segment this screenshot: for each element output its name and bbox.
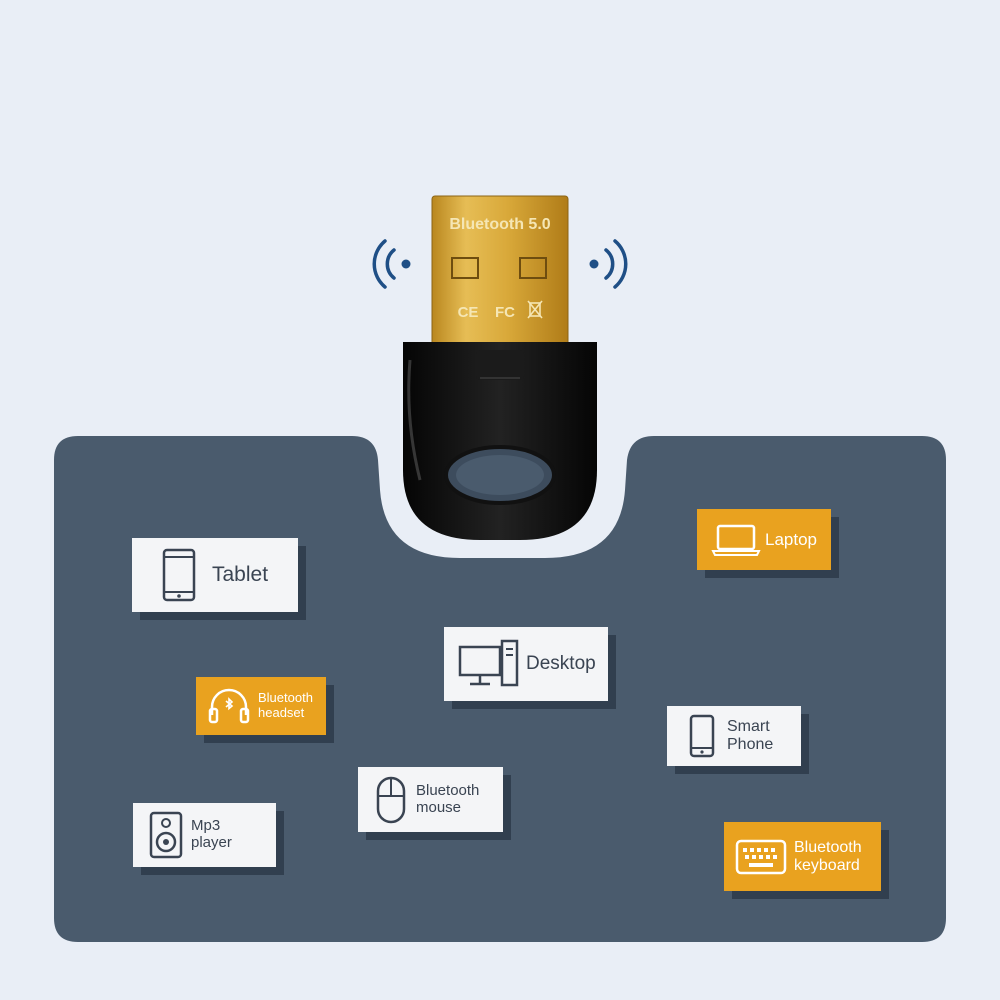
device-card-keyboard: Bluetooth keyboard [724,822,881,891]
usb-dongle: Bluetooth 5.0 CE FC [403,195,597,540]
mouse-icon [374,774,408,826]
device-label-desktop: Desktop [526,653,596,675]
tablet-icon [156,547,202,603]
device-label-smartphone: Smart Phone [727,718,774,753]
keyboard-icon [734,835,788,879]
device-label-mp3-player: Mp3 player [191,817,232,851]
device-label-laptop: Laptop [765,529,817,549]
device-card-tablet: Tablet [132,538,298,612]
laptop-icon [711,520,761,560]
device-card-mp3-player: Mp3 player [133,803,276,867]
speaker-icon [147,810,185,860]
device-card-headset: Bluetooth headset [196,677,326,735]
desktop-icon [458,636,520,692]
weee-bin-icon [527,300,543,319]
device-label-tablet: Tablet [212,563,269,587]
device-card-smartphone: Smart Phone [667,706,801,766]
device-card-laptop: Laptop [697,509,831,570]
device-card-desktop: Desktop [444,627,608,701]
device-label-mouse: Bluetooth mouse [416,781,480,816]
usb-plug-text: Bluetooth 5.0 [449,216,550,233]
fc-mark: FC [495,304,515,321]
ce-mark: CE [458,304,479,321]
device-label-keyboard: Bluetooth keyboard [794,838,862,874]
device-label-headset: Bluetooth headset [258,690,313,720]
signal-waves-right-icon [589,239,628,289]
smartphone-icon [687,713,717,759]
signal-waves-left-icon [372,239,411,289]
device-card-mouse: Bluetooth mouse [358,767,503,832]
headset-icon [206,684,252,728]
